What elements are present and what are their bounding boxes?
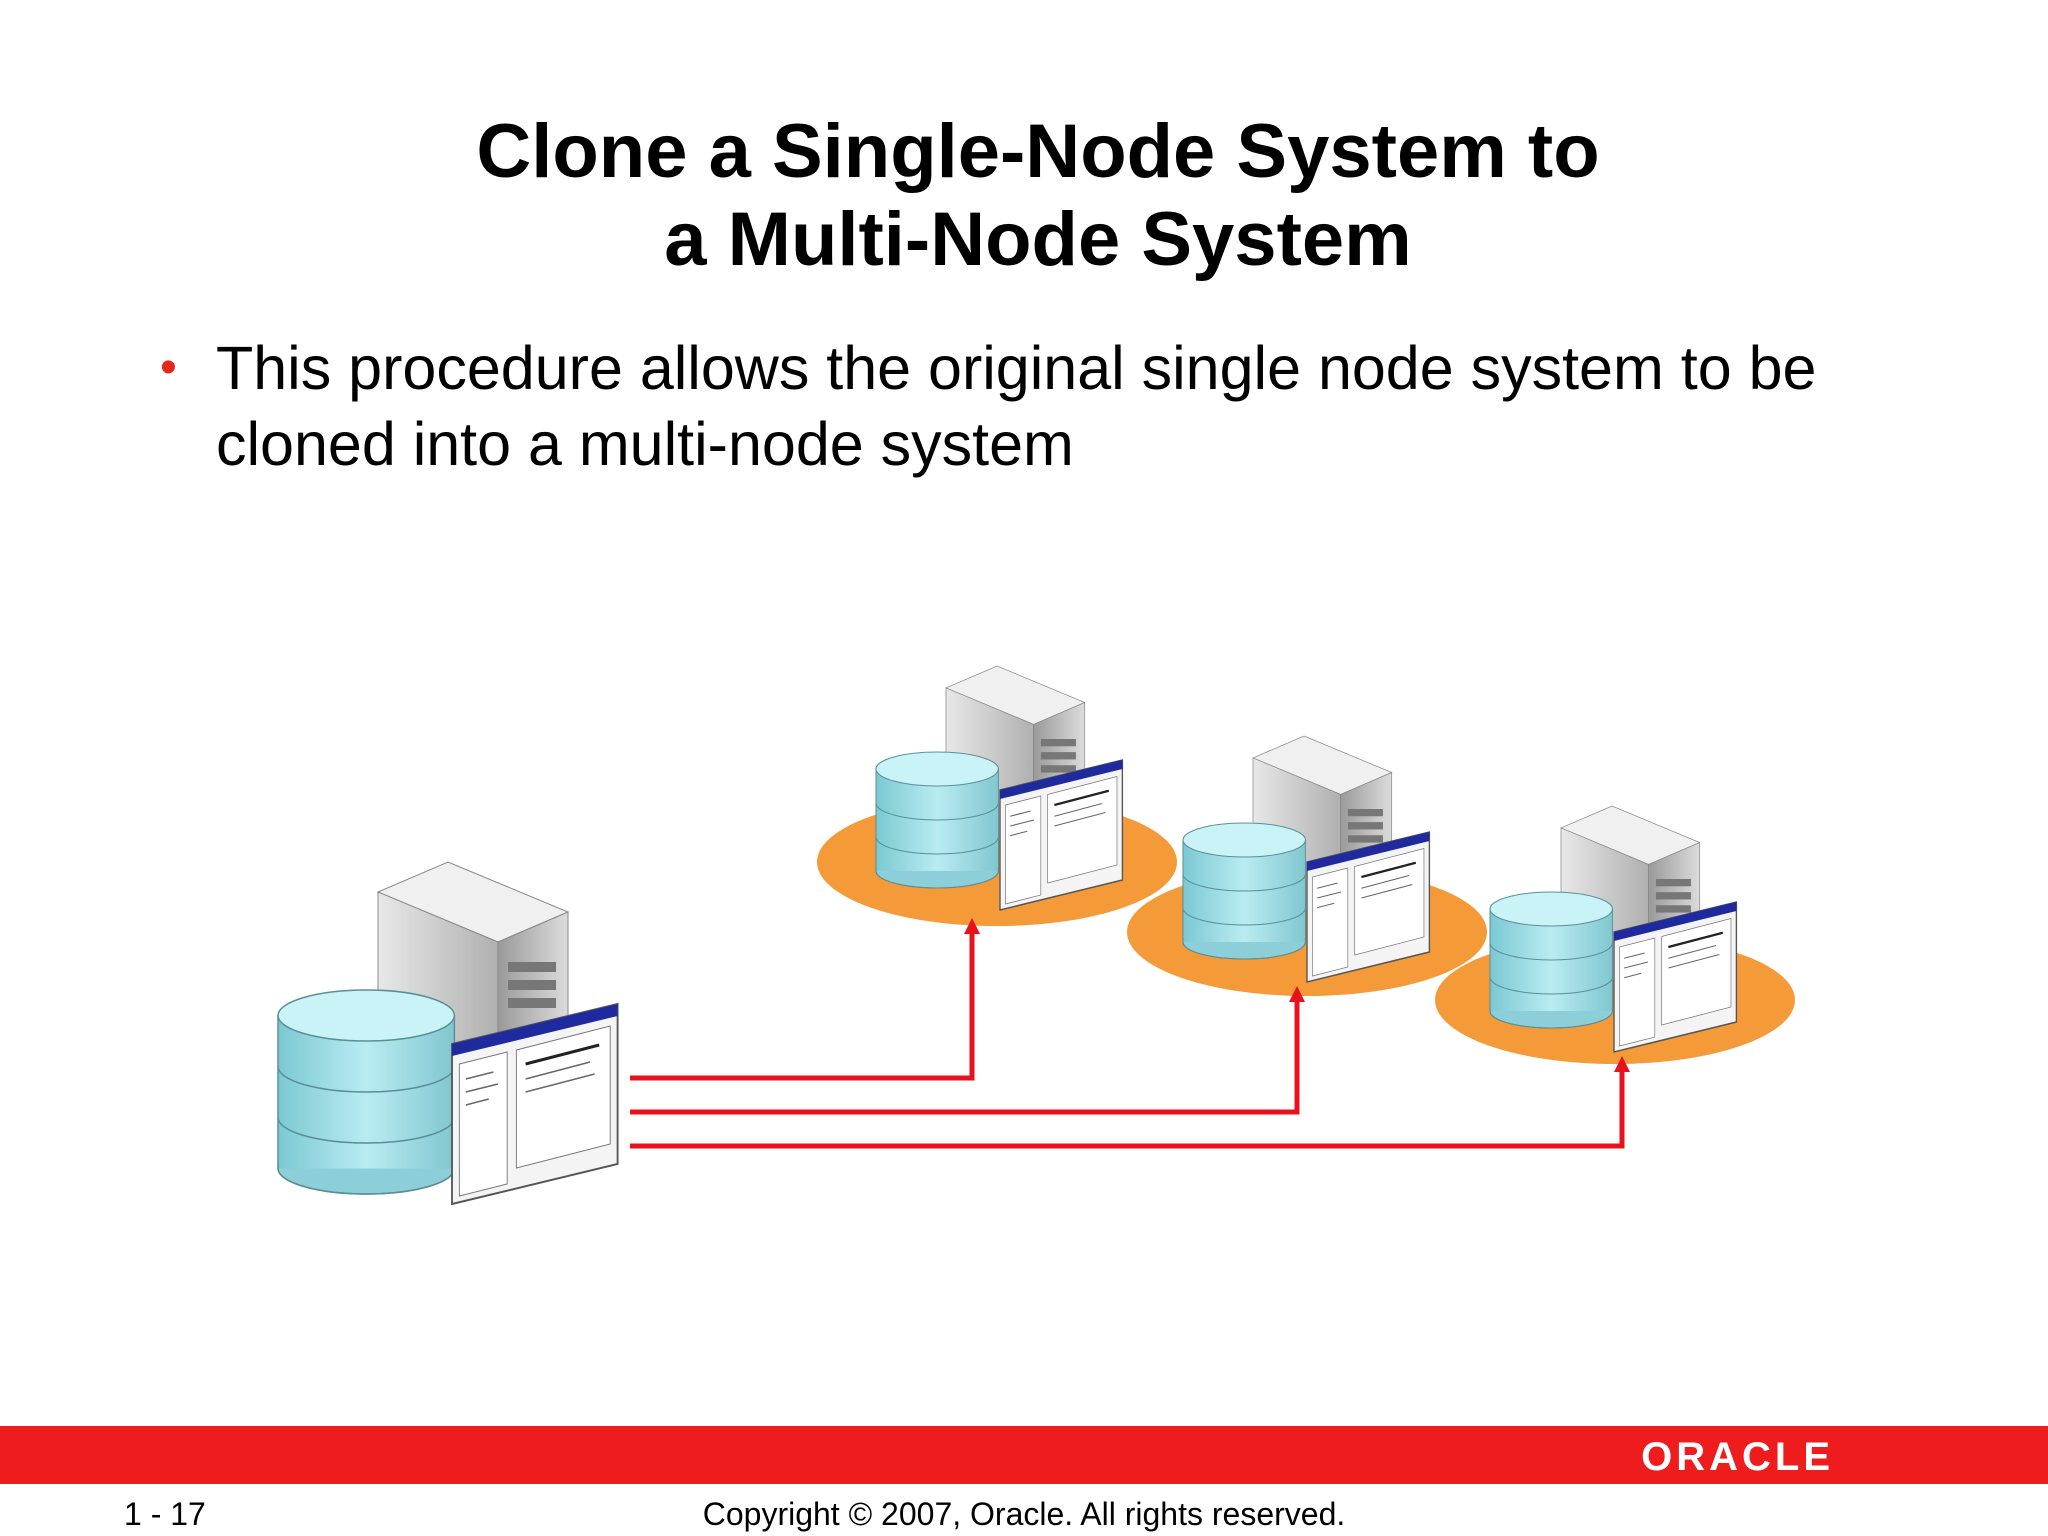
arrow-to-node-2 bbox=[630, 1000, 1300, 1115]
arrow-head-3 bbox=[1614, 1056, 1630, 1072]
target-node-3 bbox=[1435, 805, 1795, 1064]
oracle-logo: ORACLE bbox=[1641, 1435, 1834, 1479]
bullet-text: This procedure allows the original singl… bbox=[216, 334, 1817, 478]
bullet-dot-icon: • bbox=[160, 341, 177, 394]
arrow-head-1 bbox=[964, 918, 980, 934]
copyright-notice: Copyright © 2007, Oracle. All rights res… bbox=[702, 1496, 1346, 1532]
slide-title: Clone a Single-Node System to a Multi-No… bbox=[0, 108, 2048, 284]
target-database-icon-3 bbox=[1489, 891, 1613, 1029]
title-line-1: Clone a Single-Node System to bbox=[476, 109, 1600, 194]
page-number: 1 - 17 bbox=[124, 1496, 206, 1532]
target-database-icon-1 bbox=[875, 751, 999, 889]
source-database-icon bbox=[277, 989, 456, 1195]
target-node-1 bbox=[817, 665, 1177, 926]
title-line-2: a Multi-Node System bbox=[664, 197, 1412, 282]
target-database-icon-2 bbox=[1182, 822, 1306, 960]
source-node bbox=[277, 861, 620, 1206]
clone-arrows bbox=[630, 918, 1630, 1149]
arrow-to-node-1 bbox=[630, 932, 975, 1081]
target-node-2 bbox=[1127, 735, 1487, 996]
arrow-head-2 bbox=[1289, 986, 1305, 1002]
arrow-to-node-3 bbox=[630, 1070, 1625, 1149]
footer-bar bbox=[0, 1426, 2048, 1484]
